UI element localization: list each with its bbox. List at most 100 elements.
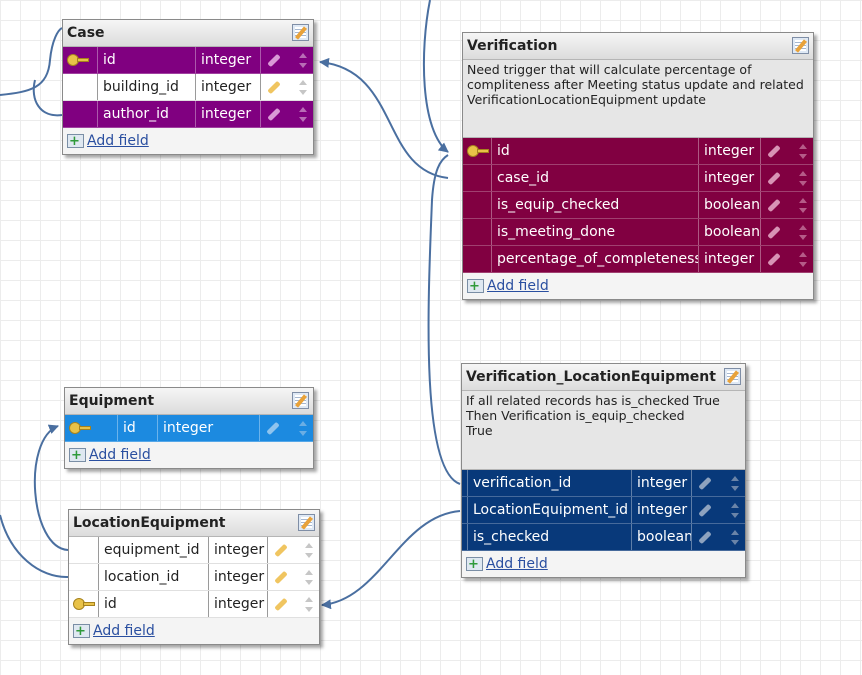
field-name[interactable]: is_equip_checked <box>492 192 699 218</box>
edit-field-icon[interactable] <box>267 80 281 95</box>
field-row[interactable]: location_id integer <box>69 564 319 591</box>
field-type[interactable]: integer <box>196 74 261 100</box>
reorder-arrows-icon[interactable] <box>799 144 807 159</box>
edit-field-icon[interactable] <box>267 107 281 122</box>
table-verification-location-equipment-header[interactable]: Verification_LocationEquipment <box>462 364 745 391</box>
edit-table-icon[interactable] <box>292 24 309 41</box>
edit-field-icon[interactable] <box>274 543 288 558</box>
field-row[interactable]: LocationEquipment_id integer <box>462 497 745 524</box>
field-row[interactable]: verification_id integer <box>462 470 745 497</box>
add-field-icon[interactable] <box>467 274 484 300</box>
field-name[interactable]: case_id <box>492 165 699 191</box>
field-type[interactable]: integer <box>632 470 692 496</box>
field-type[interactable]: integer <box>699 165 761 191</box>
field-type[interactable]: boolean <box>632 524 692 550</box>
field-row[interactable]: id integer <box>63 47 313 74</box>
edit-field-icon[interactable] <box>767 252 781 267</box>
field-row[interactable]: percentage_of_completeness integer <box>463 246 813 273</box>
field-row[interactable]: id integer <box>65 415 313 442</box>
add-field-icon[interactable] <box>69 443 86 469</box>
edit-table-icon[interactable] <box>298 514 315 531</box>
field-type[interactable]: boolean <box>699 192 761 218</box>
field-type[interactable]: integer <box>699 246 761 272</box>
add-field-link[interactable]: Add field <box>486 556 548 572</box>
edit-field-icon[interactable] <box>698 476 712 491</box>
edit-field-icon[interactable] <box>698 503 712 518</box>
edit-table-icon[interactable] <box>792 37 809 54</box>
field-name[interactable]: LocationEquipment_id <box>468 497 632 523</box>
reorder-arrows-icon[interactable] <box>731 476 739 491</box>
edit-field-icon[interactable] <box>767 225 781 240</box>
field-row[interactable]: is_meeting_done boolean <box>463 219 813 246</box>
table-location-equipment[interactable]: LocationEquipment equipment_id integer l… <box>68 509 320 645</box>
field-name[interactable]: id <box>99 591 209 617</box>
reorder-arrows-icon[interactable] <box>305 570 313 585</box>
add-field-link[interactable]: Add field <box>89 447 151 463</box>
reorder-arrows-icon[interactable] <box>731 530 739 545</box>
add-field-icon[interactable] <box>466 552 483 578</box>
field-type[interactable]: integer <box>158 415 260 441</box>
field-row[interactable]: case_id integer <box>463 165 813 192</box>
field-row[interactable]: equipment_id integer <box>69 537 319 564</box>
field-type[interactable]: integer <box>196 47 261 73</box>
table-case-header[interactable]: Case <box>63 20 313 47</box>
edit-table-icon[interactable] <box>292 392 309 409</box>
edit-field-icon[interactable] <box>767 198 781 213</box>
add-field-link[interactable]: Add field <box>487 278 549 294</box>
field-name[interactable]: building_id <box>98 74 196 100</box>
table-verification[interactable]: Verification Need trigger that will calc… <box>462 32 814 300</box>
field-row[interactable]: building_id integer <box>63 74 313 101</box>
edit-field-icon[interactable] <box>698 530 712 545</box>
add-field-icon[interactable] <box>67 129 84 155</box>
field-name[interactable]: id <box>492 138 699 164</box>
field-type[interactable]: integer <box>209 564 268 590</box>
reorder-arrows-icon[interactable] <box>799 252 807 267</box>
reorder-arrows-icon[interactable] <box>299 80 307 95</box>
reorder-arrows-icon[interactable] <box>299 53 307 68</box>
field-name[interactable]: percentage_of_completeness <box>492 246 699 272</box>
edit-field-icon[interactable] <box>267 53 281 68</box>
reorder-arrows-icon[interactable] <box>799 198 807 213</box>
add-field-icon[interactable] <box>73 619 90 645</box>
field-name[interactable]: author_id <box>98 101 196 127</box>
edit-field-icon[interactable] <box>266 421 280 436</box>
reorder-arrows-icon[interactable] <box>305 543 313 558</box>
table-verification-location-equipment[interactable]: Verification_LocationEquipment If all re… <box>461 363 746 578</box>
reorder-arrows-icon[interactable] <box>731 503 739 518</box>
field-name[interactable]: id <box>118 415 158 441</box>
edit-field-icon[interactable] <box>767 144 781 159</box>
table-equipment[interactable]: Equipment id integer Add field <box>64 387 314 469</box>
field-type[interactable]: integer <box>209 537 268 563</box>
edit-field-icon[interactable] <box>767 171 781 186</box>
field-name[interactable]: is_meeting_done <box>492 219 699 245</box>
field-name[interactable]: verification_id <box>468 470 632 496</box>
field-name[interactable]: is_checked <box>468 524 632 550</box>
table-equipment-header[interactable]: Equipment <box>65 388 313 415</box>
field-name[interactable]: id <box>98 47 196 73</box>
reorder-arrows-icon[interactable] <box>305 597 313 612</box>
edit-table-icon[interactable] <box>724 368 741 385</box>
reorder-arrows-icon[interactable] <box>299 421 307 436</box>
field-type[interactable]: integer <box>632 497 692 523</box>
field-row[interactable]: is_equip_checked boolean <box>463 192 813 219</box>
table-verification-header[interactable]: Verification <box>463 33 813 60</box>
edit-field-icon[interactable] <box>274 570 288 585</box>
field-row[interactable]: id integer <box>69 591 319 618</box>
field-type[interactable]: integer <box>196 101 261 127</box>
field-name[interactable]: equipment_id <box>99 537 209 563</box>
field-row[interactable]: author_id integer <box>63 101 313 128</box>
reorder-arrows-icon[interactable] <box>299 107 307 122</box>
add-field-link[interactable]: Add field <box>93 623 155 639</box>
field-row[interactable]: is_checked boolean <box>462 524 745 551</box>
field-type[interactable]: integer <box>699 138 761 164</box>
field-name[interactable]: location_id <box>99 564 209 590</box>
add-field-link[interactable]: Add field <box>87 133 149 149</box>
table-location-equipment-header[interactable]: LocationEquipment <box>69 510 319 537</box>
reorder-arrows-icon[interactable] <box>799 225 807 240</box>
table-case[interactable]: Case id integer building_id integer auth… <box>62 19 314 155</box>
field-type[interactable]: boolean <box>699 219 761 245</box>
field-row[interactable]: id integer <box>463 138 813 165</box>
field-type[interactable]: integer <box>209 591 268 617</box>
reorder-arrows-icon[interactable] <box>799 171 807 186</box>
edit-field-icon[interactable] <box>274 597 288 612</box>
